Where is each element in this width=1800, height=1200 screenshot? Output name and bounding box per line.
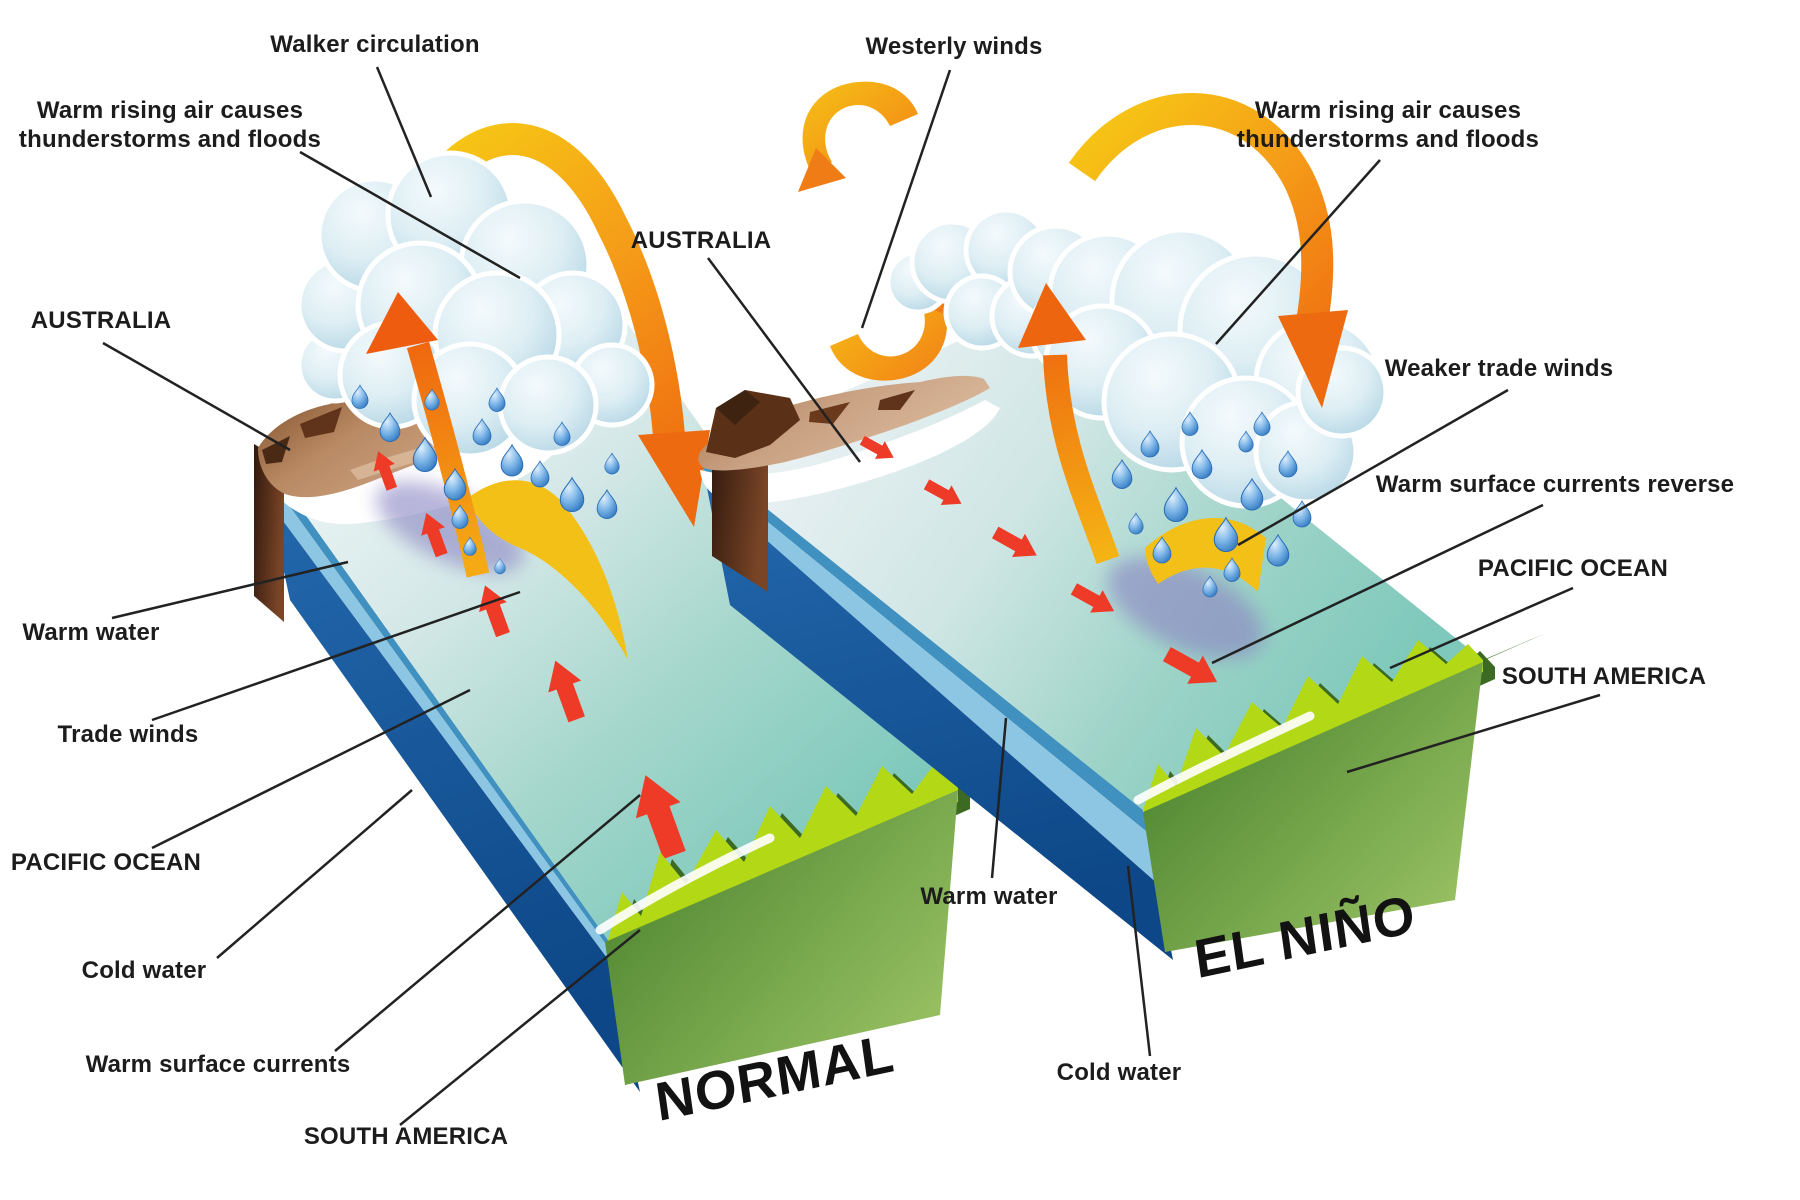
label-south-america-left: SOUTH AMERICA — [303, 1123, 509, 1150]
label-cold-water-right: Cold water — [1056, 1059, 1182, 1086]
walker-arc-arrowhead — [638, 430, 710, 527]
label-warm-rising-right-line2: thunderstorms and floods — [1236, 126, 1540, 154]
label-walker-circulation: Walker circulation — [270, 31, 480, 58]
leader-warm-water-left — [111, 560, 349, 620]
leader-pacific-ocean-left — [151, 688, 471, 850]
label-cold-water-left: Cold water — [81, 957, 207, 984]
leader-australia-right — [706, 257, 862, 463]
leader-pacific-ocean-right — [1389, 586, 1574, 670]
label-warm-water-right: Warm water — [920, 883, 1058, 910]
leader-warm-surface-currents — [334, 794, 641, 1052]
label-warm-rising-right-line1: Warm rising air causes — [1254, 97, 1522, 124]
rising-air-arrowhead — [366, 292, 438, 354]
label-australia-left: AUSTRALIA — [30, 307, 172, 334]
westerly-wind-arrow — [830, 286, 948, 381]
label-westerly-winds: Westerly winds — [865, 33, 1043, 60]
label-pacific-ocean-left: PACIFIC OCEAN — [10, 849, 202, 876]
wet-patch — [1108, 557, 1264, 659]
leader-currents-reverse — [1211, 503, 1544, 665]
australia-landmass — [698, 375, 990, 471]
rising-air-arrowhead — [1018, 283, 1086, 348]
westerly-wind-arrowhead — [798, 148, 846, 192]
label-warm-water-left: Warm water — [22, 619, 160, 646]
cloud-puff — [497, 354, 599, 456]
south-america-face — [1143, 662, 1483, 952]
australia-highlands — [809, 402, 850, 424]
surface-return-arrow — [468, 480, 628, 660]
leader-westerly-winds — [860, 69, 952, 329]
walker-arc-arrow — [418, 123, 686, 451]
label-pacific-ocean-right: PACIFIC OCEAN — [1477, 555, 1669, 582]
australia-highlands — [300, 407, 342, 438]
walker-arc-arrow — [1068, 93, 1334, 325]
south-america-face — [605, 790, 958, 1085]
australia-highlands — [262, 436, 290, 464]
cold-water-wall — [707, 488, 1173, 960]
el-nino-panel-graphics — [698, 81, 1546, 960]
leader-cold-water-right — [1126, 865, 1152, 1057]
label-australia-right: AUSTRALIA — [630, 227, 772, 254]
label-warm-surface-currents: Warm surface currents — [85, 1051, 351, 1078]
wet-patch — [376, 481, 524, 573]
label-warm-rising-right: Warm rising air causes thunderstorms and… — [1237, 96, 1539, 155]
warm-layer-band — [700, 455, 1147, 832]
label-warm-rising-left-line1: Warm rising air causes — [36, 97, 304, 124]
leader-weaker-trade-winds — [1237, 388, 1509, 547]
leader-trade-winds — [151, 590, 521, 722]
leader-walker-circulation — [375, 66, 433, 198]
label-currents-reverse: Warm surface currents reverse — [1375, 471, 1735, 498]
rising-air-arrow — [1043, 354, 1120, 565]
warm-layer-band — [262, 468, 613, 966]
warm-layer-band — [703, 469, 1158, 884]
australia-side-face — [712, 430, 768, 592]
waterline-foam — [1133, 711, 1315, 805]
waterline-foam — [595, 833, 775, 935]
leader-warm-water-right — [990, 717, 1008, 879]
cold-water-wall — [269, 502, 640, 1092]
warm-layer-band — [258, 448, 610, 950]
label-trade-winds: Trade winds — [57, 721, 199, 748]
label-warm-rising-left: Warm rising air causes thunderstorms and… — [19, 96, 321, 155]
leader-lines — [102, 66, 1601, 1126]
leader-warm-rising-left — [299, 150, 521, 280]
leader-australia-left — [102, 341, 291, 452]
australia-highlands — [878, 390, 915, 410]
westerly-wind-arrow — [802, 81, 918, 174]
ocean-surface — [700, 305, 1483, 810]
label-south-america-right: SOUTH AMERICA — [1501, 663, 1707, 690]
label-weaker-trade-winds: Weaker trade winds — [1384, 355, 1614, 382]
shoreline-foam — [700, 400, 1000, 504]
normal-panel-graphics — [254, 123, 1021, 1092]
leader-south-america-left — [399, 929, 641, 1126]
australia-highlands — [716, 390, 760, 425]
walker-arc-arrowhead — [1278, 310, 1348, 408]
label-warm-rising-left-line2: thunderstorms and floods — [18, 126, 322, 154]
leader-south-america-right — [1346, 693, 1601, 774]
storm-cloud — [296, 150, 655, 459]
leader-warm-rising-right — [1215, 159, 1381, 345]
leader-cold-water-left — [216, 789, 413, 959]
